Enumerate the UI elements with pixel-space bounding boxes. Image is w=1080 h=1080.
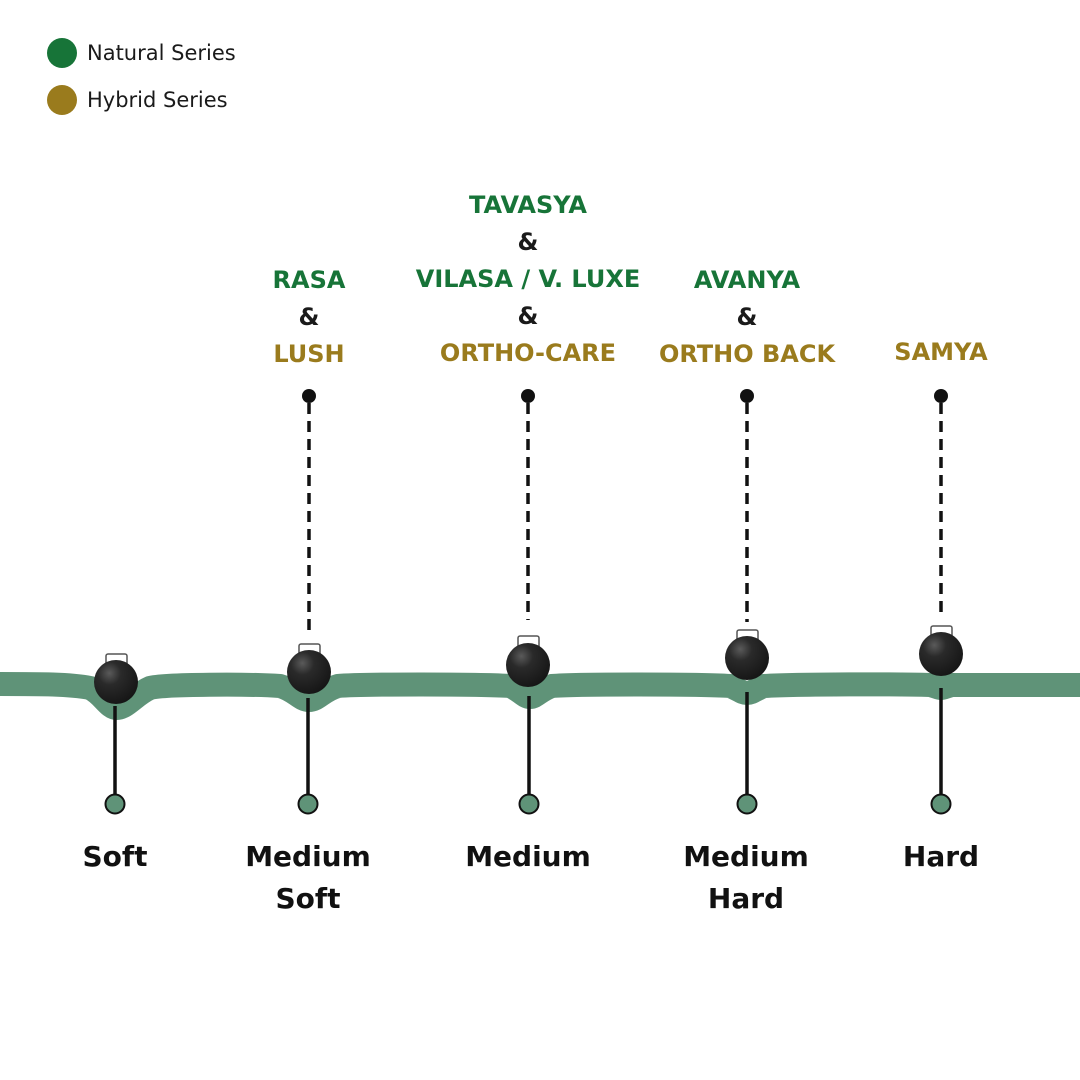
firmness-marker-dot — [930, 793, 952, 815]
weight-icon — [919, 625, 963, 676]
product-tavasya: TAVASYA — [469, 191, 587, 219]
ampersand: & — [517, 302, 539, 330]
firmness-medium-soft-line1: Medium — [245, 840, 371, 873]
firmness-hard: Hard — [841, 836, 1041, 878]
weight-icon — [725, 629, 769, 680]
natural-series-dot-icon — [47, 38, 77, 68]
firmness-marker-dot — [518, 793, 540, 815]
weight-icon — [287, 643, 331, 694]
products-medium-hard: AVANYA & ORTHO BACK — [617, 262, 877, 373]
connector-top-dot — [740, 389, 754, 403]
products-hard: SAMYA — [811, 334, 1071, 371]
product-samya: SAMYA — [894, 338, 988, 366]
firmness-medium: Medium — [428, 836, 628, 878]
connector-top-dot — [521, 389, 535, 403]
connector-top-dot — [302, 389, 316, 403]
product-avanya: AVANYA — [693, 266, 801, 294]
legend-hybrid: Hybrid Series — [47, 85, 228, 115]
ampersand: & — [736, 303, 758, 331]
products-medium: TAVASYA & VILASA / V. LUXE & ORTHO-CARE — [398, 187, 658, 372]
legend-natural: Natural Series — [47, 38, 236, 68]
firmness-soft: Soft — [15, 836, 215, 878]
legend-natural-label: Natural Series — [87, 41, 236, 65]
firmness-medium-hard: Medium Hard — [646, 836, 846, 920]
product-ortho-care: ORTHO-CARE — [439, 339, 617, 367]
ampersand: & — [517, 228, 539, 256]
weight-icon — [94, 653, 138, 704]
firmness-marker-dot — [736, 793, 758, 815]
firmness-marker-dot — [297, 793, 319, 815]
dashed-connectors — [302, 389, 948, 630]
product-rasa: RASA — [272, 266, 346, 294]
firmness-medium-hard-line1: Medium — [683, 840, 809, 873]
product-ortho-back: ORTHO BACK — [658, 340, 836, 368]
mattress-band — [0, 672, 1080, 721]
hybrid-series-dot-icon — [47, 85, 77, 115]
firmness-medium-label: Medium — [465, 840, 591, 873]
product-vilasa: VILASA / V. LUXE — [415, 265, 641, 293]
firmness-stems — [104, 688, 952, 815]
firmness-medium-soft: Medium Soft — [208, 836, 408, 920]
product-lush: LUSH — [273, 340, 345, 368]
firmness-hard-label: Hard — [902, 840, 980, 873]
ampersand: & — [298, 303, 320, 331]
firmness-marker-dot — [104, 793, 126, 815]
legend-hybrid-label: Hybrid Series — [87, 88, 228, 112]
connector-top-dot — [934, 389, 948, 403]
firmness-soft-label: Soft — [82, 840, 148, 873]
weight-icon — [506, 635, 550, 687]
products-medium-soft: RASA & LUSH — [179, 262, 439, 373]
firmness-medium-soft-line2: Soft — [275, 882, 341, 915]
firmness-medium-hard-line2: Hard — [707, 882, 785, 915]
